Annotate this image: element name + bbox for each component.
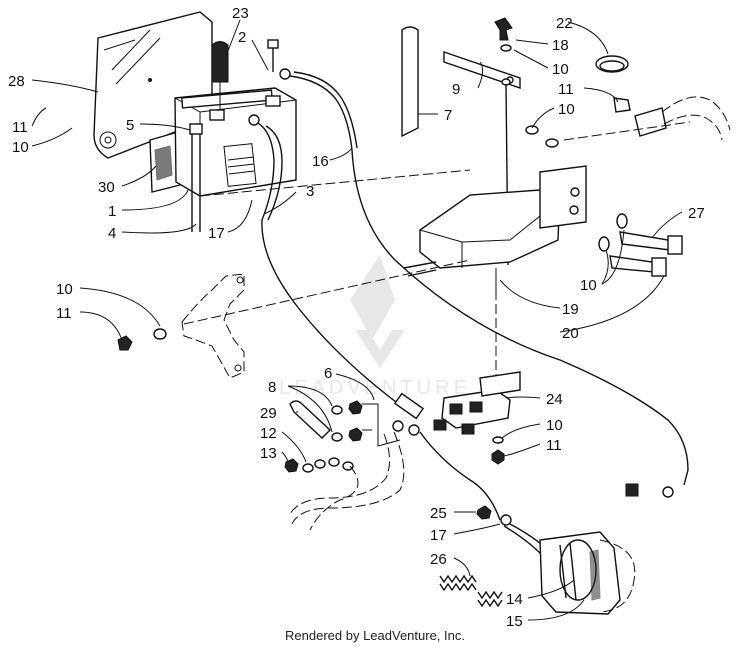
callout-29: 29 [260, 405, 277, 422]
terminal-boot [289, 400, 332, 439]
callout-10: 10 [56, 281, 73, 298]
battery-bracket [149, 131, 181, 193]
callout-22: 22 [556, 15, 573, 32]
callout-2: 2 [238, 29, 246, 46]
footer-credit: Rendered by LeadVenture, Inc. [285, 628, 465, 643]
callout-3: 3 [306, 183, 314, 200]
callout-16: 16 [312, 153, 329, 170]
callout-13: 13 [260, 445, 277, 462]
springs [439, 574, 503, 608]
nut-washer-small [491, 436, 505, 465]
callout-10: 10 [552, 61, 569, 78]
callout-14: 14 [506, 591, 523, 608]
callout-8: 8 [268, 379, 276, 396]
callout-24: 24 [546, 391, 563, 408]
watermark-text: LEADVENTURE [279, 377, 471, 399]
callout-23: 23 [232, 5, 249, 22]
center-line [183, 259, 471, 325]
callout-10: 10 [558, 101, 575, 118]
harness-cables [289, 420, 501, 531]
mounting-bolts [598, 213, 683, 277]
watermark-logo: LEADVENTURE [279, 255, 471, 399]
center-line [199, 169, 471, 197]
callout-5: 5 [126, 117, 134, 134]
washers [525, 125, 559, 148]
callout-26: 26 [430, 551, 447, 568]
solenoid [433, 371, 521, 435]
callout-30: 30 [98, 179, 115, 196]
callout-25: 25 [430, 505, 447, 522]
callout-27: 27 [688, 205, 705, 222]
callout-10: 10 [12, 139, 29, 156]
battery-tray [403, 165, 587, 290]
callout-6: 6 [324, 365, 332, 382]
callout-4: 4 [108, 225, 116, 242]
strap [401, 26, 419, 138]
callout-11: 11 [546, 437, 562, 454]
callout-7: 7 [444, 107, 452, 124]
callout-17: 17 [430, 527, 447, 544]
center-line [563, 121, 691, 141]
leader-lines [31, 19, 683, 621]
battery [174, 87, 297, 197]
callout-9: 9 [452, 81, 460, 98]
callout-10: 10 [580, 277, 597, 294]
callout-21: 20 [562, 325, 579, 342]
callout-15: 15 [506, 613, 523, 630]
wiring-connector [613, 96, 731, 141]
callout-19: 18 [552, 37, 569, 54]
callout-1: 1 [108, 203, 116, 220]
left-bracket [117, 273, 245, 379]
callout-10: 10 [546, 417, 563, 434]
washers-and-nuts [284, 400, 401, 473]
callout-11: 11 [558, 81, 574, 98]
callouts: 28 11 10 30 1 4 5 17 3 16 23 2 7 9 18 10… [8, 5, 705, 630]
clamp [595, 55, 629, 73]
negative-cable [248, 114, 425, 420]
hold-down-strap [189, 123, 203, 232]
positive-cable [279, 68, 689, 498]
callout-11: 11 [12, 119, 28, 136]
callout-12: 12 [260, 425, 277, 442]
callout-11: 11 [56, 305, 72, 322]
terminal-bolt [251, 39, 279, 72]
callout-18: 17 [208, 225, 225, 242]
callout-28: 28 [8, 73, 25, 90]
callout-20: 19 [562, 301, 579, 318]
starter-assembly [539, 531, 636, 615]
terminal-cap [211, 41, 229, 110]
